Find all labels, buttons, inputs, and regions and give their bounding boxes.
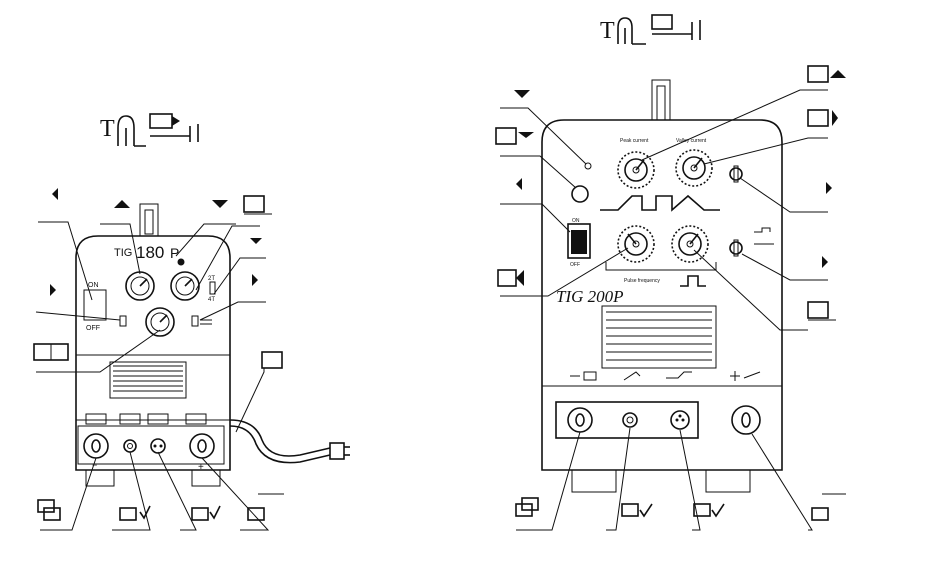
left-minus-sign: − [92, 460, 97, 470]
power-cable [229, 419, 331, 457]
right-switch-off: OFF [570, 262, 580, 268]
pulse-width-knob[interactable] [617, 225, 655, 263]
left-mode-4t: 4T [208, 297, 215, 303]
right-model: TIG 200P [556, 287, 624, 306]
right-terminal-negative[interactable] [567, 407, 593, 433]
right-control-socket[interactable] [670, 410, 690, 430]
left-toggle-process[interactable] [119, 315, 127, 327]
pulse-frequency-label: Pulse frequency [624, 278, 660, 284]
left-model-prefix: TIG [114, 247, 132, 259]
pulse-waveform-icon [600, 194, 720, 212]
left-body [75, 235, 231, 471]
left-knob-arc[interactable] [145, 307, 175, 337]
left-power-switch[interactable] [83, 289, 107, 321]
left-plus-sign: + [198, 462, 204, 473]
right-indicator-lamp [584, 162, 592, 170]
torch-icon [85, 413, 107, 425]
gas-flow-icon [623, 371, 641, 381]
peak-current-label: Peak current [620, 138, 649, 144]
valley-current-knob[interactable] [675, 149, 713, 187]
pulse-frequency-knob[interactable] [671, 225, 709, 263]
right-power-switch[interactable] [567, 223, 591, 259]
left-mode-2t: 2T [208, 276, 215, 282]
right-toggle-pulse[interactable] [729, 239, 743, 257]
pulse-on-icon [754, 227, 774, 245]
pulse-icon [200, 319, 212, 325]
left-handle [139, 203, 159, 237]
right-welder: Peak current Valley current Pulse freque… [541, 79, 783, 493]
left-callouts [33, 188, 284, 531]
left-welder: TIG 180 P ON OFF 2T 4T [75, 203, 350, 487]
left-model-number: 180 [136, 243, 164, 262]
clamp-icon [185, 413, 207, 425]
right-callouts [495, 65, 846, 531]
left-knob-second[interactable] [170, 271, 200, 301]
left-gas-outlet[interactable] [123, 439, 137, 453]
peak-current-knob[interactable] [617, 151, 655, 189]
left-toggle-2t4t[interactable] [209, 281, 216, 295]
right-terminal-positive[interactable] [731, 405, 761, 435]
control-cable-icon [666, 371, 692, 379]
power-plug [329, 442, 345, 460]
callout-marker [52, 188, 58, 200]
right-gas-outlet[interactable] [622, 412, 638, 428]
left-switch-on: ON [88, 282, 99, 289]
right-title-glyph: T [600, 18, 615, 44]
right-switch-on: ON [572, 218, 580, 224]
left-model-suffix: P [170, 245, 179, 261]
pulse-shape-icon [680, 275, 706, 287]
left-title: T [100, 113, 199, 147]
gas-icon [119, 413, 141, 425]
right-toggle-mode[interactable] [729, 165, 743, 183]
left-switch-off: OFF [86, 325, 100, 332]
left-vents [109, 361, 187, 399]
right-vents [601, 305, 717, 369]
left-indicator-lamp [177, 258, 185, 266]
right-title: T [600, 14, 701, 45]
valley-current-label: Valley current [676, 138, 707, 144]
left-knob-current[interactable] [125, 271, 155, 301]
left-terminal-negative[interactable] [83, 433, 109, 459]
right-body [541, 119, 783, 471]
left-title-glyph: T [100, 116, 115, 142]
left-control-socket[interactable] [150, 438, 166, 454]
left-terminal-positive[interactable] [189, 433, 215, 459]
left-toggle-pulse[interactable] [191, 315, 199, 327]
right-remote-socket[interactable] [571, 185, 589, 203]
control-icon [147, 413, 169, 425]
positive-clamp-icon [730, 371, 761, 381]
negative-icon [570, 371, 597, 381]
